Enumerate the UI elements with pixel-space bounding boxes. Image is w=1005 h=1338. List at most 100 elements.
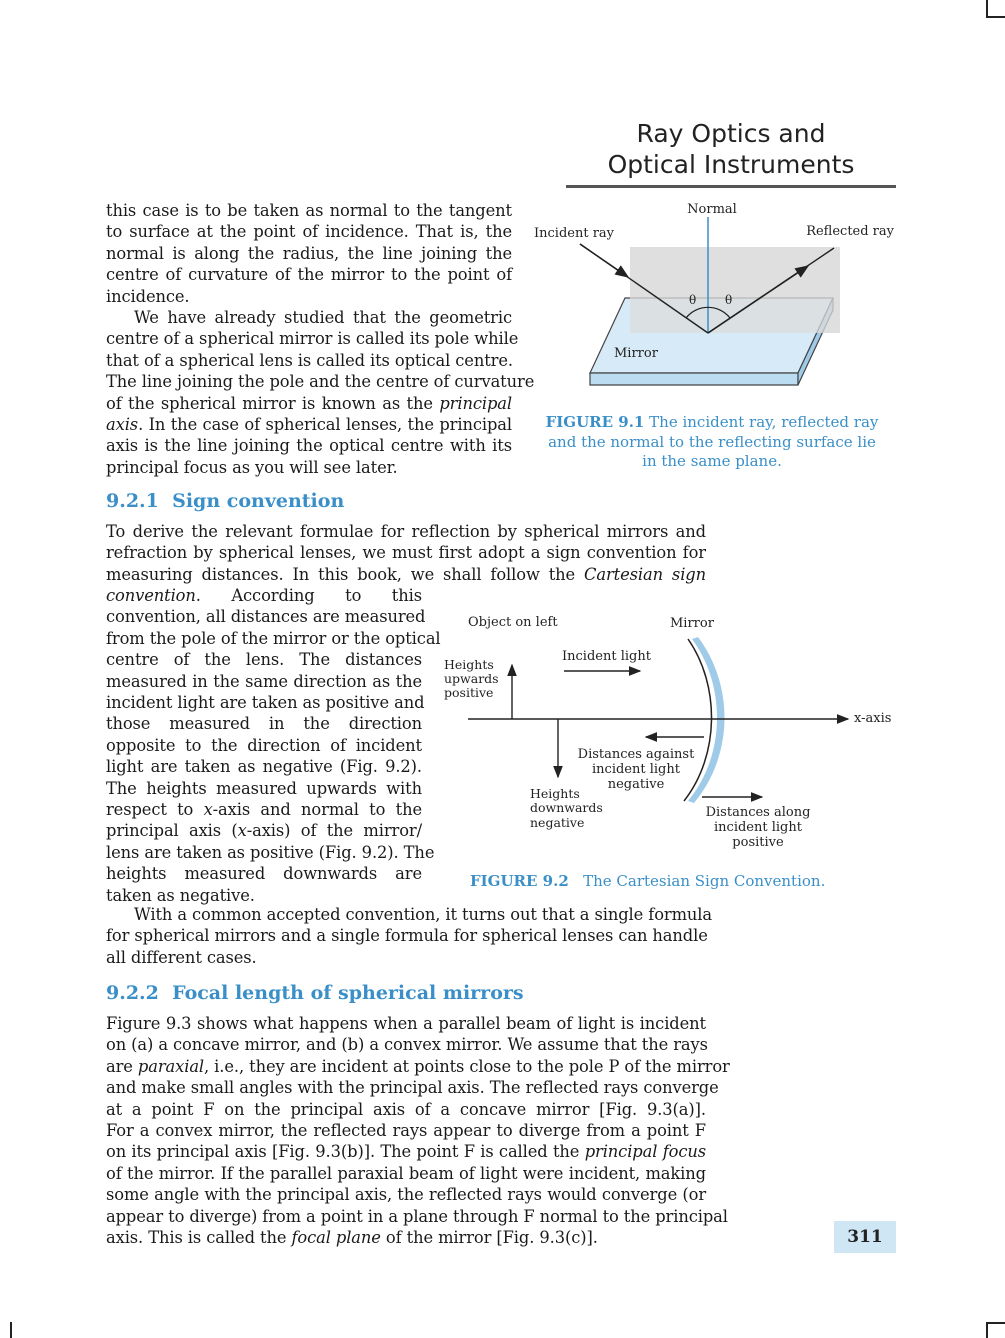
text-line: of the mirror. If the parallel paraxial … <box>106 1163 706 1183</box>
paragraph-2: We have already studied that the geometr… <box>106 307 535 478</box>
distances-along-label-2: incident light <box>714 820 803 835</box>
term-cartesian: Cartesian sign <box>584 564 707 584</box>
text-run: of the mirror [Fig. 9.3(c)]. <box>385 1228 598 1248</box>
text-line: heights measured downwards are <box>106 864 422 884</box>
angle-arc <box>685 306 731 319</box>
mirror-shape <box>688 637 725 803</box>
text-line: principal axis (x-axis) of the mirror/ <box>106 820 422 841</box>
text-line: measured in the same direction as the <box>106 671 422 691</box>
text-run: measuring distances. In this book, we sh… <box>106 564 576 584</box>
text-line: incident light are taken as positive and <box>106 693 425 713</box>
text-run: axis. This is called the <box>106 1228 287 1248</box>
heights-up-label-1: Heights <box>444 657 494 672</box>
text-line: from the pole of the mirror or the optic… <box>106 628 441 648</box>
text-line: lens are taken as positive (Fig. 9.2). T… <box>106 842 435 862</box>
paragraph-3-narrow: convention. According to this convention… <box>106 585 441 906</box>
distances-along-label-3: positive <box>732 835 784 850</box>
caption-text: The Cartesian Sign Convention. <box>583 872 826 890</box>
text-line: convention. According to this <box>106 585 422 606</box>
page-number: 311 <box>834 1221 896 1253</box>
crop-mark-bottom-left <box>10 1322 12 1338</box>
caption-line: and the normal to the reflecting surface… <box>548 432 876 451</box>
text-run: . In the case of spherical lenses, the p… <box>138 415 512 435</box>
paragraph-5: Figure 9.3 shows what happens when a par… <box>106 1013 730 1248</box>
heights-up-label-2: upwards <box>444 671 499 686</box>
x-axis-label: x-axis <box>854 711 891 726</box>
figure-9-2: Object on left Mirror Incident light Hei… <box>444 615 891 850</box>
text-line: axis is the line joining the optical cen… <box>106 436 512 456</box>
text-line: that of a spherical lens is called its o… <box>106 350 513 370</box>
text-line: and make small angles with the principal… <box>106 1078 719 1098</box>
paragraph-3: To derive the relevant formulae for refl… <box>106 521 706 585</box>
incident-ray-arrow <box>579 243 630 278</box>
figure-9-1: Normal Incident ray Reflected ray θ θ Mi… <box>534 202 895 386</box>
caption-text: The incident ray, reflected ray <box>649 413 879 431</box>
figure-9-2-caption: FIGURE 9.2 The Cartesian Sign Convention… <box>470 872 860 892</box>
chapter-title-line2: Optical Instruments <box>607 150 855 179</box>
term-paraxial: paraxial <box>137 1056 205 1076</box>
text-line: For a convex mirror, the reflected rays … <box>106 1121 706 1141</box>
chapter-title-line1: Ray Optics and <box>636 119 826 148</box>
text-run: principal axis ( <box>106 821 238 841</box>
term-x: x <box>237 821 247 841</box>
text-line: of the spherical mirror is known as the … <box>106 393 512 414</box>
chapter-title: Ray Optics and Optical Instruments <box>566 118 896 180</box>
paragraph-1: this case is to be taken as normal to th… <box>106 200 512 307</box>
text-line: normal is along the radius, the line joi… <box>106 243 512 263</box>
crop-mark-bottom-right-h <box>986 1322 1005 1324</box>
text-run: are <box>106 1056 133 1076</box>
text-line: axis. This is called the focal plane of … <box>106 1227 706 1248</box>
mirror-front-face <box>589 372 799 386</box>
text-line: opposite to the direction of incident <box>106 735 422 755</box>
text-run: of the spherical mirror is known as the <box>106 393 433 413</box>
caption-line: in the same plane. <box>642 452 782 470</box>
text-line: centre of the lens. The distances <box>106 650 422 670</box>
text-run: on its principal axis [Fig. 9.3(b)]. The… <box>106 1142 580 1162</box>
text-line: on its principal axis [Fig. 9.3(b)]. The… <box>106 1141 706 1162</box>
text-line: light are taken as negative (Fig. 9.2). <box>106 757 422 777</box>
text-run: -axis) of the mirror/ <box>246 821 422 841</box>
text-line: refraction by spherical lenses, we must … <box>106 543 706 563</box>
section-heading-9-2-1: 9.2.1 Sign convention <box>106 490 345 512</box>
term-axis: axis <box>106 415 139 435</box>
distances-against-label-2: incident light <box>592 762 681 777</box>
text-run: respect to <box>106 800 194 820</box>
mirror-label: Mirror <box>670 616 715 631</box>
text-line: to surface at the point of incidence. Th… <box>106 222 512 242</box>
text-line: With a common accepted convention, it tu… <box>134 905 713 924</box>
crop-mark-top-right <box>986 0 988 18</box>
figure-9-1-caption: FIGURE 9.1 The incident ray, reflected r… <box>530 413 894 472</box>
figure-label: FIGURE 9.1 <box>545 413 645 431</box>
theta-left-label: θ <box>689 293 696 307</box>
heights-down-label-3: negative <box>530 815 584 830</box>
text-line: The line joining the pole and the centre… <box>106 372 535 392</box>
reflected-ray-arrow <box>707 265 810 334</box>
theta-right-label: θ <box>725 293 732 307</box>
distances-against-label-1: Distances against <box>578 747 695 762</box>
normal-label: Normal <box>687 202 737 217</box>
text-line: this case is to be taken as normal to th… <box>106 201 512 220</box>
heights-down-label-2: downwards <box>530 800 603 815</box>
term-convention: convention <box>106 586 196 605</box>
text-line: The heights measured upwards with <box>106 778 422 798</box>
reflected-ray-label: Reflected ray <box>806 224 894 239</box>
text-line: on (a) a concave mirror, and (b) a conve… <box>106 1035 708 1055</box>
heights-down-label-1: Heights <box>530 786 580 801</box>
text-line: centre of a spherical mirror is called i… <box>106 329 519 349</box>
text-line: taken as negative. <box>106 885 255 905</box>
term-x: x <box>203 800 213 820</box>
text-line: convention, all distances are measured <box>106 607 426 627</box>
distances-against-label-3: negative <box>608 777 665 792</box>
text-line: axis. In the case of spherical lenses, t… <box>106 414 512 435</box>
caption-line: FIGURE 9.1 The incident ray, reflected r… <box>530 413 894 433</box>
term-principal: principal <box>439 393 512 413</box>
text-line: appear to diverge) from a point in a pla… <box>106 1206 728 1226</box>
text-line: We have already studied that the geometr… <box>134 308 512 327</box>
mirror-surface <box>683 638 713 802</box>
text-line: Figure 9.3 shows what happens when a par… <box>106 1014 706 1033</box>
text-line: principal focus as you will see later. <box>106 457 398 477</box>
text-line: measuring distances. In this book, we sh… <box>106 564 706 585</box>
section-heading-9-2-2: 9.2.2 Focal length of spherical mirrors <box>106 982 524 1004</box>
text-line: respect to x-axis and normal to the <box>106 799 422 820</box>
crop-mark-top-right-h <box>986 16 1005 18</box>
